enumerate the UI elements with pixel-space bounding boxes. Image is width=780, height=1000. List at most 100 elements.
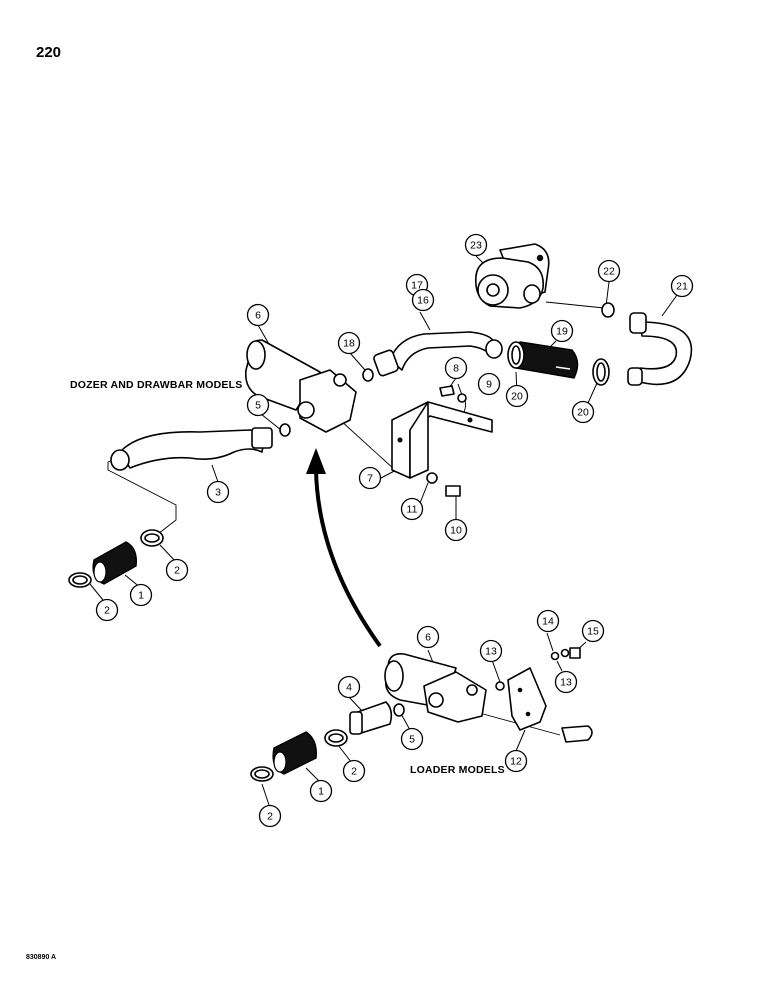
callout-number: 2: [267, 811, 273, 823]
callout-9: 9: [477, 372, 501, 396]
callout-number: 8: [453, 363, 459, 375]
o-ring-22: [601, 302, 615, 318]
callout-circle: [411, 288, 435, 312]
bolt-8: [439, 385, 455, 397]
lock-washer-11: [426, 472, 438, 484]
callout-14: 14: [536, 609, 560, 633]
callout-circle: [400, 497, 424, 521]
connection-line-pump: [545, 301, 605, 309]
callout-circle: [337, 331, 361, 355]
callout-number: 9: [486, 379, 492, 391]
callout-circle: [504, 749, 528, 773]
hose-1-lower: [272, 731, 317, 775]
callout-number: 15: [587, 626, 599, 638]
callout-circle: [571, 400, 595, 424]
washer-13-left: [495, 681, 505, 691]
connection-line-suction: [107, 456, 177, 535]
assembly-arrow: [306, 448, 382, 648]
callout-number: 22: [603, 266, 615, 278]
lock-washer-14: [560, 648, 570, 658]
callout-7: 7: [358, 466, 382, 490]
section-label-loader: LOADER MODELS: [410, 764, 505, 776]
callout-number: 5: [255, 400, 261, 412]
callout-circle: [505, 384, 529, 408]
callout-circle: [358, 466, 382, 490]
callout-circle: [416, 625, 440, 649]
callout-20: 20: [571, 400, 595, 424]
callout-3: 3: [206, 480, 230, 504]
callout-circle: [337, 675, 361, 699]
callout-circle: [129, 583, 153, 607]
callout-11: 11: [400, 497, 424, 521]
o-ring-18: [362, 368, 374, 382]
callout-1: 1: [129, 583, 153, 607]
o-ring-5-upper: [279, 423, 291, 437]
hose-clamp-2-upper-left: [68, 572, 92, 588]
washer-9: [457, 393, 467, 403]
callout-circle: [554, 670, 578, 694]
hose-clamp-2-lower-left: [250, 766, 274, 782]
callout-circle: [477, 372, 501, 396]
callout-bubbles: 2322211716192020618895731110212613141513…: [95, 233, 694, 828]
callout-number: 13: [560, 677, 572, 689]
callout-circle: [246, 393, 270, 417]
page-number: 220: [36, 44, 62, 61]
callout-number: 13: [485, 646, 497, 658]
callout-circle: [550, 319, 574, 343]
callout-number: 11: [407, 504, 418, 516]
callout-circle: [309, 779, 333, 803]
callout-2: 2: [258, 804, 282, 828]
callout-circle: [342, 759, 366, 783]
callout-number: 2: [351, 766, 357, 778]
pressure-hose-16-17: [373, 331, 503, 377]
callout-13: 13: [554, 670, 578, 694]
callout-circle: [670, 274, 694, 298]
callout-18: 18: [337, 331, 361, 355]
callout-circle: [95, 598, 119, 622]
connection-line-bracket: [339, 419, 396, 471]
callout-6: 6: [246, 303, 270, 327]
callout-1: 1: [309, 779, 333, 803]
callout-5: 5: [400, 727, 424, 751]
callout-number: 16: [417, 295, 429, 307]
callout-2: 2: [165, 558, 189, 582]
figure-code: 830890 A: [26, 954, 57, 961]
callout-15: 15: [581, 619, 605, 643]
callout-number: 7: [367, 473, 373, 485]
bolt-loader: [561, 725, 593, 743]
callout-number: 23: [470, 240, 482, 252]
filter-assembly-lower: [384, 652, 487, 723]
callout-number: 19: [556, 326, 568, 338]
callout-8: 8: [444, 356, 468, 380]
suction-hose-3: [110, 427, 273, 471]
callout-circle: [597, 259, 621, 283]
hose-clamp-20-left: [507, 341, 525, 369]
callout-6: 6: [416, 625, 440, 649]
callout-number: 2: [174, 565, 180, 577]
o-ring-5-lower: [393, 703, 405, 717]
callout-2: 2: [95, 598, 119, 622]
mounting-bracket-12: [507, 667, 547, 731]
callout-10: 10: [444, 518, 468, 542]
hose-1-upper: [92, 541, 137, 585]
washer-13-right: [550, 651, 560, 661]
adapter-4: [349, 701, 393, 735]
callout-circle: [581, 619, 605, 643]
callout-23: 23: [464, 233, 488, 257]
callout-20: 20: [505, 384, 529, 408]
hose-clamp-2-upper-right: [140, 529, 164, 547]
callout-circle: [165, 558, 189, 582]
callout-circle: [479, 639, 503, 663]
callout-number: 1: [318, 786, 324, 798]
callout-circle: [536, 609, 560, 633]
callout-19: 19: [550, 319, 574, 343]
callout-number: 20: [511, 391, 523, 403]
callout-number: 21: [676, 281, 688, 293]
callout-circle: [444, 356, 468, 380]
callout-21: 21: [670, 274, 694, 298]
hose-clamp-2-lower-right: [324, 729, 348, 747]
callout-number: 18: [343, 338, 355, 350]
callout-number: 20: [577, 407, 589, 419]
